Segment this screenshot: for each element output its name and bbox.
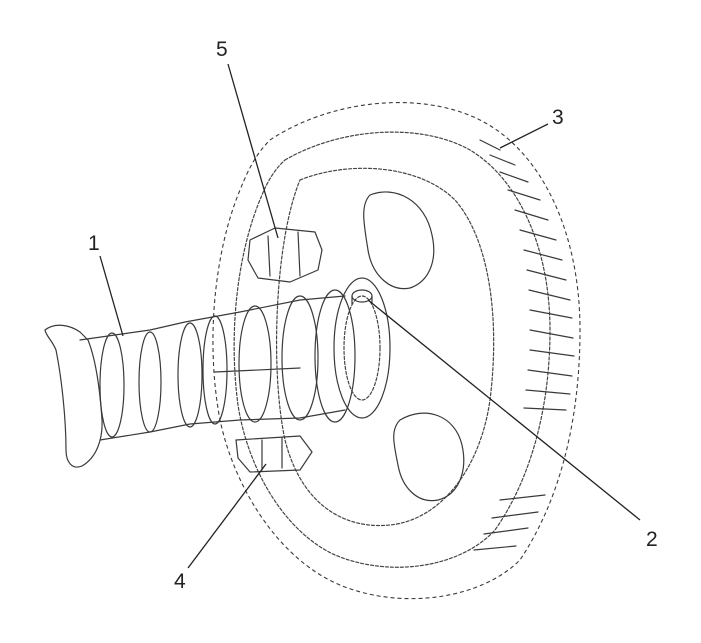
- callout-1: 1: [88, 232, 100, 255]
- shaft-keyway: [214, 367, 301, 373]
- gear-wheel: [212, 102, 581, 600]
- gear-web: [275, 167, 495, 527]
- journal-ring-4: [202, 315, 228, 425]
- lower-bolt-head: [235, 435, 313, 473]
- shaft-top-edge: [79, 295, 346, 341]
- leader-line-2: [367, 299, 641, 521]
- gear-hub: [333, 277, 391, 419]
- leader-line-5: [227, 63, 279, 239]
- cam-lobe: [44, 324, 103, 468]
- callouts: 1 2 3 4 5: [88, 38, 658, 593]
- journal-ring-5: [238, 305, 272, 423]
- callout-4: 4: [174, 570, 186, 593]
- journal-ring-1: [99, 332, 125, 438]
- lower-bolt: [235, 435, 313, 473]
- thrust-plate-detail: [267, 231, 301, 277]
- gear-web-hole-lower: [393, 412, 465, 502]
- camshaft: [44, 289, 356, 468]
- journal-ring-6: [281, 295, 319, 421]
- lower-bolt-detail: [261, 437, 283, 471]
- callout-2: 2: [646, 528, 658, 551]
- thrust-plate-body: [247, 227, 323, 283]
- key-pin: [351, 289, 373, 305]
- journal-ring-2: [138, 331, 162, 433]
- shaft-bottom-edge: [99, 409, 346, 441]
- thrust-plate: [247, 227, 323, 283]
- leader-line-1: [99, 255, 124, 337]
- gear-rim-inner: [233, 131, 551, 568]
- leader-line-4: [187, 463, 267, 569]
- journal-ring-3: [177, 322, 203, 428]
- gear-teeth-outer: [212, 102, 581, 600]
- leader-line-3: [499, 123, 549, 149]
- callout-3: 3: [552, 106, 564, 129]
- callout-5: 5: [216, 38, 228, 61]
- gear-tooth-faces: [473, 139, 575, 551]
- shaft-flange: [314, 289, 356, 423]
- leader-lines: [99, 63, 641, 569]
- gear-web-hole-upper: [363, 191, 435, 290]
- gear-hub-inner: [343, 295, 381, 401]
